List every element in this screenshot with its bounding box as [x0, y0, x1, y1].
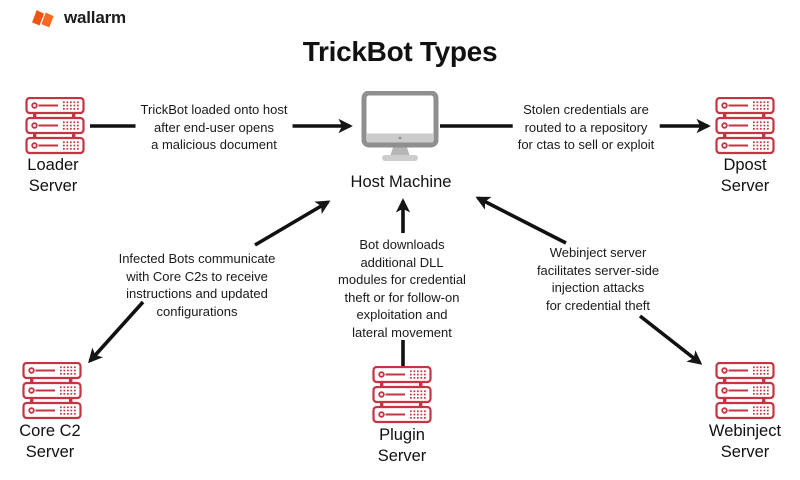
node-label-loader-server: Loader Server	[27, 156, 79, 195]
node-label-host-machine: Host Machine	[350, 173, 452, 191]
node-label-plugin-server: Plugin Server	[377, 426, 427, 465]
server-icon-plugin	[372, 366, 432, 424]
node-label-dpost-server: Dpost Server	[720, 156, 770, 195]
edge-note-loader-to-host: TrickBot loaded onto host after end-user…	[135, 101, 293, 154]
brand-name: wallarm	[64, 7, 126, 27]
edge-note-plugin-downloads: Bot downloads additional DLL modules for…	[338, 237, 466, 340]
server-icon-core-c2	[22, 362, 82, 420]
server-icon-webinject	[715, 362, 775, 420]
server-icon-dpost	[715, 97, 775, 155]
monitor-icon-host	[360, 91, 440, 165]
wallarm-flame-icon	[32, 10, 54, 28]
edge-note-webinject: Webinject server facilitates server-side…	[536, 245, 660, 313]
server-icon-loader	[25, 97, 85, 155]
edge-note-host-to-dpost: Stolen credentials are routed to a repos…	[512, 101, 660, 154]
brand-logo: wallarm	[30, 7, 126, 28]
arrow-corec2-to-host	[254, 200, 331, 247]
arrow-host-to-corec2	[88, 300, 145, 364]
arrow-host-to-webinject	[638, 314, 703, 365]
arrow-webinject-to-host	[475, 196, 567, 245]
node-label-core-c2-server: Core C2 Server	[19, 422, 81, 461]
edge-note-core-c2: Infected Bots communicate with Core C2s …	[118, 251, 276, 319]
page-title: TrickBot Types	[302, 36, 498, 67]
node-label-webinject-server: Webinject Server	[708, 422, 782, 461]
